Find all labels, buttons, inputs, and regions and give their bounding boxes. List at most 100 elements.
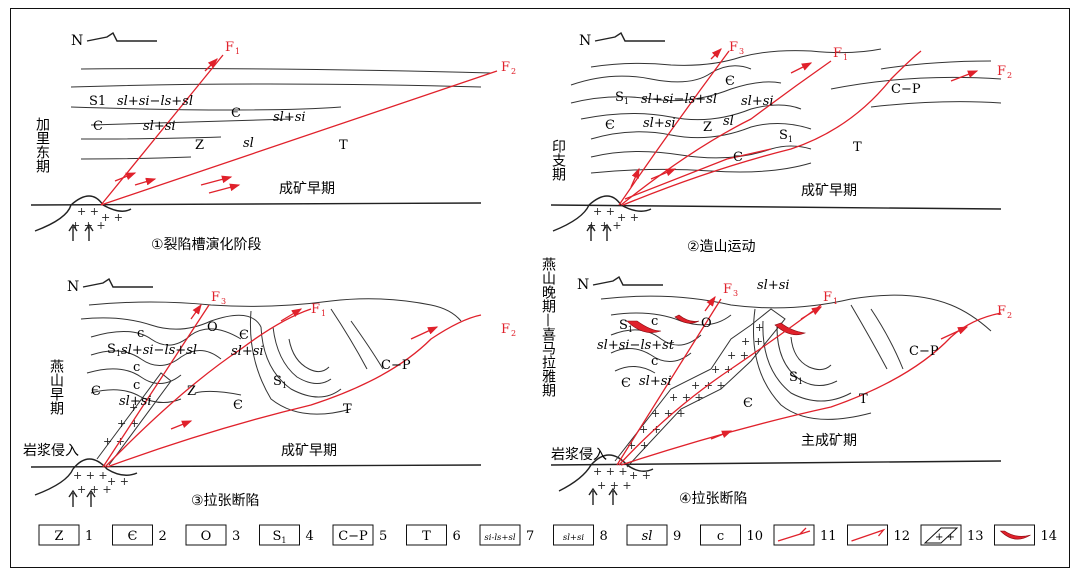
stratum-z-p2: Z <box>703 120 712 135</box>
caption-p4: ④拉张断陷 <box>679 491 748 507</box>
legend-number-10: 10 <box>747 529 764 544</box>
orebodies-4 <box>626 314 807 336</box>
svg-text:1: 1 <box>833 297 838 306</box>
legend-number-5: 5 <box>379 529 387 544</box>
legend-symbol-1: Z <box>54 529 63 544</box>
fault-label-f3-p3: F <box>211 290 220 305</box>
legend-symbol-9: sl <box>642 529 653 544</box>
lith-sl-si-ls-sl-p1: sl+si−ls+sl <box>117 94 193 109</box>
svg-text:+ +: + + <box>103 435 125 448</box>
intrusion-crosses-1: + ++ + ++ + <box>71 205 123 232</box>
svg-text:+ +: + + <box>107 475 129 488</box>
intrusion-label-p3: 岩浆侵入 <box>23 442 79 459</box>
lith-sl-si-ls-sl-p3: sl+si−ls+sl <box>121 343 197 358</box>
orebody-3 <box>774 322 807 336</box>
orebody-icon <box>999 530 1031 540</box>
intrusion-2 <box>552 195 652 232</box>
fault-label-f2-p3: F <box>501 322 510 337</box>
legend-item-13: + +13 <box>920 524 984 546</box>
stratum-t-p4: T <box>859 392 868 407</box>
stratum-cambrian-p4a: Є <box>621 376 631 391</box>
svg-text:3: 3 <box>739 47 744 56</box>
stratum-s1-p2: S1 <box>615 90 629 106</box>
stratum-s1-p1: S1 <box>89 94 106 109</box>
legend-number-12: 12 <box>894 529 911 544</box>
svg-text:+ +: + + <box>101 211 123 224</box>
panel-3: N + + ++ + ++ + + ++ ++ <box>23 277 516 509</box>
legend-number-3: 3 <box>232 529 240 544</box>
intrusion-3 <box>34 458 138 496</box>
surface-line-3 <box>30 464 482 468</box>
svg-text:N: N <box>71 33 83 49</box>
svg-text:1: 1 <box>235 47 240 56</box>
stage-label-p4: 主成矿期 <box>801 433 857 449</box>
north-arrow-3: N <box>67 277 153 295</box>
svg-text:+ +: + + <box>593 205 615 218</box>
svg-text:+ +: + + <box>935 532 955 543</box>
surface-line-2 <box>550 204 1002 210</box>
fault-label-f1-p3: F <box>311 302 320 317</box>
stratum-cambrian-p3a: Є <box>239 328 249 343</box>
fault-label-f1-p4: F <box>823 290 832 305</box>
stratum-s1-p3b: S1 <box>273 374 287 390</box>
lith-sl-si-ls-st-p4: sl+si−ls+st <box>597 338 675 353</box>
svg-text:3: 3 <box>221 297 226 306</box>
intrusion-crosses-2: + ++ + ++ + <box>587 205 639 232</box>
stratum-cambrian-p3b: Є <box>91 384 101 399</box>
normal-fault-icon <box>851 528 886 542</box>
stratum-cambrian-p1: Є <box>93 119 103 134</box>
stratum-c-p3a: c <box>137 326 144 341</box>
caption-p1: ①裂陷槽演化阶段 <box>151 237 262 253</box>
intrusion-4 <box>558 454 654 492</box>
faults-1 <box>100 54 498 206</box>
stratum-z-p1: Z <box>195 138 204 153</box>
svg-text:3: 3 <box>733 289 738 298</box>
intrusion-label-p4: 岩浆侵入 <box>551 446 607 463</box>
period-label-early-yanshan: 燕山早期 <box>48 359 64 415</box>
legend-number-2: 2 <box>159 529 167 544</box>
stratum-cambrian-p2b: Є <box>605 118 615 133</box>
north-arrow-2: N <box>579 31 665 49</box>
geologic-evolution-diagram: N + ++ + ++ + F 1 F 2 S1 <box>23 31 1057 546</box>
stratum-cambrian-p4b: Є <box>743 396 753 411</box>
svg-text:+ +: + + <box>617 211 639 224</box>
svg-text:2: 2 <box>1007 311 1012 320</box>
svg-text:N: N <box>577 277 589 293</box>
lith-sl-si-p2a: sl+si <box>741 94 774 109</box>
stratum-cambrian-p2c: Є <box>733 150 743 165</box>
lith-sl-p1: sl <box>243 136 254 151</box>
stratum-t-p1: T <box>339 138 348 153</box>
stratum-cambrian-p3c: Є <box>233 398 243 413</box>
stratum-s1-p3: S1 <box>107 342 121 358</box>
legend-item-12: 12 <box>847 524 911 546</box>
svg-text:+ +: + + <box>741 335 763 348</box>
stratum-o-p3: O <box>207 320 218 335</box>
panel-1: N + ++ + ++ + F 1 F 2 S1 <box>30 31 516 253</box>
faults-2 <box>618 48 979 206</box>
stage-label-p3: 成矿早期 <box>281 443 337 459</box>
period-label-late-yanshan-himalayan: 燕山晚期—喜马拉雅期 <box>540 257 556 397</box>
legend-number-1: 1 <box>85 529 93 544</box>
panel-4: N + + ++ + ++ + + ++ ++ + + + + ++ + ++ … <box>540 257 1012 507</box>
surface-line-1 <box>30 202 482 206</box>
thrust-fault-icon <box>777 527 811 542</box>
svg-text:+ + +: + + + <box>587 219 622 232</box>
strata-lines-2 <box>570 48 1002 174</box>
stratum-cp-p3: C−P <box>381 358 411 373</box>
stratum-z-p3: Z <box>187 384 196 399</box>
svg-text:+ +: + + <box>727 349 749 362</box>
legend-number-4: 4 <box>306 529 314 544</box>
svg-text:+ + +: + + + <box>593 465 628 478</box>
legend-number-6: 6 <box>453 529 461 544</box>
stratum-c-p4b: c <box>651 354 658 369</box>
stratum-cp-p2: C−P <box>891 82 921 97</box>
intrusion-body-4 <box>614 308 786 468</box>
svg-text:+ +: + + <box>77 205 99 218</box>
svg-text:2: 2 <box>1007 71 1012 80</box>
